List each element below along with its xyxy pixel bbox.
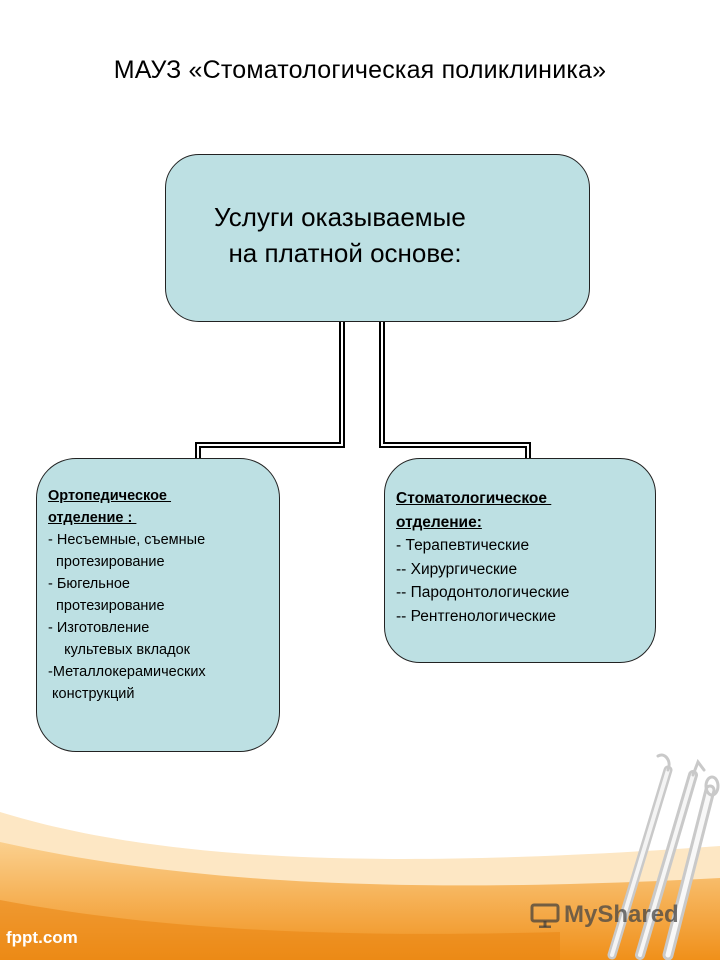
- dental-department-node: Стоматологическое отделение: - Терапевти…: [384, 458, 656, 663]
- list-item: - Бюгельное: [48, 576, 130, 592]
- list-item: культевых вкладок: [48, 642, 190, 658]
- node-heading: Ортопедическое: [48, 488, 172, 504]
- watermark-text: MyShared: [564, 901, 679, 928]
- list-item: конструкций: [48, 686, 135, 702]
- list-item: -- Хирургические: [396, 560, 518, 578]
- list-item: -- Рентгенологические: [396, 607, 556, 625]
- root-line: Услуги оказываемые: [214, 202, 466, 232]
- dental-instruments-icon: [607, 753, 720, 960]
- brand-text: fppt.com: [6, 928, 78, 947]
- watermark: MyShared: [530, 898, 700, 932]
- presentation-icon: [530, 903, 560, 928]
- orthopedic-department-node: Ортопедическое отделение : - Несъемные, …: [36, 458, 280, 752]
- connector-left: [195, 322, 345, 458]
- footer-orange-band: [0, 900, 560, 960]
- list-item: -Металлокерамических: [48, 664, 206, 680]
- list-item: - Изготовление: [48, 620, 150, 636]
- node-heading: отделение :: [48, 510, 137, 526]
- list-item: протезирование: [48, 554, 165, 570]
- list-item: - Терапевтические: [396, 537, 530, 554]
- list-item: протезирование: [48, 598, 165, 614]
- list-item: -- Пародонтологические: [396, 584, 570, 601]
- list-item: - Несъемные, съемные: [48, 532, 206, 548]
- root-line: на платной основе:: [214, 238, 462, 268]
- root-node: Услуги оказываемые на платной основе:: [165, 154, 590, 322]
- node-heading: Стоматологическое: [396, 490, 552, 507]
- page-title: МАУЗ «Стоматологическая поликлиника»: [113, 56, 607, 84]
- node-heading: отделение:: [396, 513, 482, 531]
- connector-right: [379, 322, 531, 458]
